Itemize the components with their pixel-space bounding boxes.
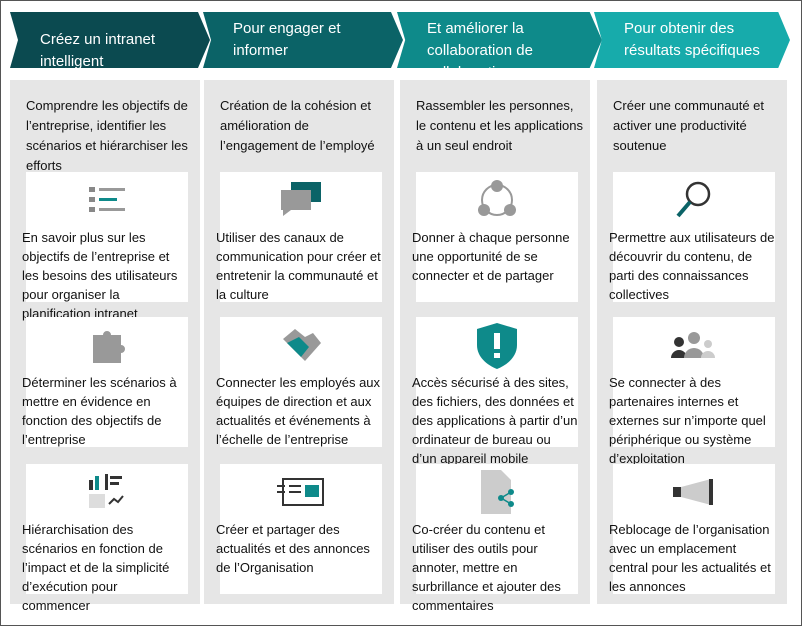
card: Co-créer du contenu et utiliser des outi… (412, 464, 578, 613)
header-step-4: Pour obtenir des résultats spécifiques (594, 12, 790, 68)
header-step-3: Et améliorer la collaboration de collabo… (397, 12, 602, 68)
card-text: En savoir plus sur les objectifs de l’en… (22, 230, 178, 321)
handshake-icon (220, 325, 382, 365)
column-4: Créer une communauté et activer une prod… (597, 80, 787, 604)
card-text: Accès sécurisé à des sites, des fichiers… (412, 375, 578, 466)
list-icon (26, 180, 188, 220)
card: Reblocage de l’organisation avec un empl… (609, 464, 775, 594)
card: En savoir plus sur les objectifs de l’en… (22, 172, 188, 321)
card: Accès sécurisé à des sites, des fichiers… (412, 317, 578, 466)
header-label: Pour obtenir des résultats spécifiques (624, 20, 760, 59)
megaphone-icon (613, 472, 775, 512)
search-icon (613, 180, 775, 220)
card-text: Hiérarchisation des scénarios en fonctio… (22, 522, 170, 613)
card-text: Co-créer du contenu et utiliser des outi… (412, 522, 561, 613)
header-label: Et améliorer la collaboration de collabo… (427, 20, 533, 81)
column-2: Création de la cohésion et amélioration … (204, 80, 394, 604)
column-intro: Rassembler les personnes, le contenu et … (416, 98, 583, 153)
card-text: Permettre aux utilisateurs de découvrir … (609, 230, 775, 302)
card: Donner à chaque personne une opportunité… (412, 172, 578, 302)
column-1: Comprendre les objectifs de l’entreprise… (10, 80, 200, 613)
card: Connecter les employés aux équipes de di… (216, 317, 382, 447)
card-text: Reblocage de l’organisation avec un empl… (609, 522, 771, 594)
chart-icon (26, 472, 188, 512)
people-icon (613, 325, 775, 365)
card: Déterminer les scénarios à mettre en évi… (22, 317, 188, 447)
card-text: Utiliser des canaux de communication pou… (216, 230, 381, 302)
card-text: Se connecter à des partenaires internes … (609, 375, 766, 466)
column-intro: Comprendre les objectifs de l’entreprise… (26, 98, 188, 173)
card-text: Connecter les employés aux équipes de di… (216, 375, 381, 447)
card: Créer et partager des actualités et des … (216, 464, 382, 594)
column-intro: Création de la cohésion et amélioration … (220, 98, 375, 153)
column-3: Rassembler les personnes, le contenu et … (400, 80, 590, 613)
header-label: Pour engager et informer (233, 20, 341, 59)
puzzle-icon (26, 325, 188, 365)
shield-icon (416, 323, 578, 369)
header-label: Créez un intranet intelligent (40, 31, 156, 70)
card-text: Donner à chaque personne une opportunité… (412, 230, 570, 283)
card: Se connecter à des partenaires internes … (609, 317, 775, 466)
share-document-icon (416, 470, 578, 514)
header-step-1: Créez un intranet intelligent (10, 12, 210, 68)
column-intro: Créer une communauté et activer une prod… (613, 98, 765, 153)
card: Utiliser des canaux de communication pou… (216, 172, 382, 302)
network-icon (416, 180, 578, 220)
header-step-2: Pour engager et informer (203, 12, 403, 68)
card: Hiérarchisation des scénarios en fonctio… (22, 464, 188, 613)
card-text: Déterminer les scénarios à mettre en évi… (22, 375, 177, 447)
chat-icon (220, 180, 382, 220)
news-icon (220, 472, 382, 512)
card-text: Créer et partager des actualités et des … (216, 522, 370, 575)
card: Permettre aux utilisateurs de découvrir … (609, 172, 775, 302)
